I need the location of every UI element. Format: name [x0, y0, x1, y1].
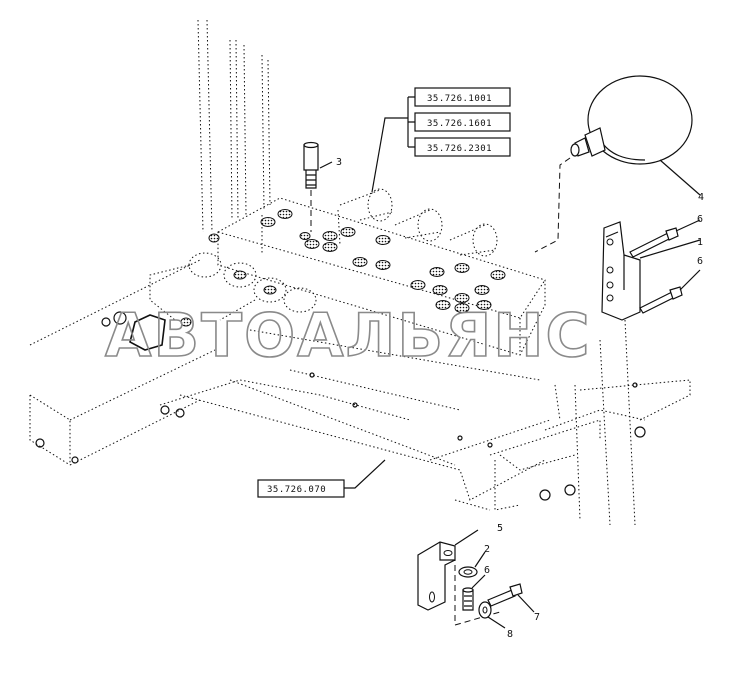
part-6-bolt-lower	[639, 269, 701, 314]
callout-7: 7	[534, 612, 540, 623]
callout-8: 8	[507, 629, 513, 640]
ref-box-b[interactable]	[414, 112, 511, 132]
callout-1: 1	[697, 237, 703, 248]
part-7-bolt	[487, 583, 535, 613]
ref-label-b: 35.726.1601	[427, 119, 492, 129]
part-4-accumulator	[534, 75, 701, 253]
part-1-bracket	[601, 221, 701, 321]
callout-5: 5	[497, 523, 503, 534]
ref-group-top: 35.726.1001 35.726.1601 35.726.2301	[371, 87, 511, 193]
callout-6-bottom: 6	[484, 565, 490, 576]
ref-box-a[interactable]	[414, 87, 511, 107]
mast-uprights	[197, 19, 271, 233]
ref-label-frame: 35.726.070	[267, 485, 326, 495]
ref-box-c[interactable]	[414, 137, 511, 157]
callout-6-lower: 6	[697, 256, 703, 267]
part-2-washer	[458, 551, 486, 578]
part-3-screw	[303, 141, 333, 232]
callout-6-upper: 6	[697, 214, 703, 225]
valve-block	[101, 188, 546, 356]
part-6-bolt-upper	[629, 219, 701, 258]
ref-label-a: 35.726.1001	[427, 94, 492, 104]
part-6-bolt-vertical	[454, 555, 501, 626]
callout-3: 3	[336, 157, 342, 168]
ref-label-c: 35.726.2301	[427, 144, 492, 154]
base-frame	[29, 259, 691, 526]
callouts: 3 4 6 1 6 5 2 6 7 8	[336, 157, 704, 640]
part-5-bracket	[417, 529, 479, 611]
watermark: АВТОАЛЬЯНС	[105, 301, 592, 371]
ref-group-frame: 35.726.070	[257, 459, 386, 498]
part-8-washer	[478, 601, 506, 629]
callout-2: 2	[484, 544, 490, 555]
callout-4: 4	[698, 192, 704, 203]
